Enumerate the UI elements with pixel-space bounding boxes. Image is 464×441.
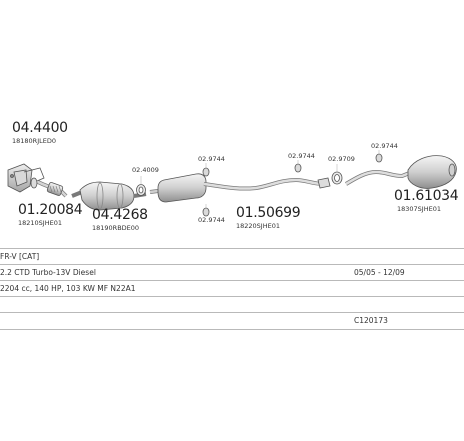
part-code-rear-silencer: 18307SJHE01: [397, 205, 441, 213]
info-row-model: FR-V [CAT]: [0, 248, 464, 265]
info-row-spec: 2204 cc, 140 HP, 103 KW MF N22A1: [0, 280, 464, 297]
part-number-heat-shield: 04.4400: [12, 120, 68, 136]
part-code-heat-shield: 18180RJLED0: [12, 137, 56, 145]
leader-lines: [140, 150, 380, 208]
vehicle-spec: 2204 cc, 140 HP, 103 KW MF N22A1: [0, 284, 136, 293]
part-code-middle-silencer: 18220SJHE01: [236, 222, 280, 230]
clamp-label-hanger-2: 02.9744: [198, 216, 225, 224]
rear-silencer-drawing: [344, 155, 457, 189]
part-number-middle-silencer: 01.50699: [236, 205, 301, 221]
part-code-front-pipe: 18210SJHE01: [18, 219, 62, 227]
info-row-ref: C120173: [0, 312, 464, 330]
info-row-blank: [0, 296, 464, 313]
heat-shield-drawing: [7, 163, 45, 193]
reference-number: C120173: [354, 316, 388, 325]
part-number-front-pipe: 01.20084: [18, 202, 83, 218]
catalytic-converter-drawing: [71, 181, 147, 211]
clamp-label-hanger-4: 02.9744: [371, 142, 398, 150]
part-code-catalytic-converter: 18190RBDE00: [92, 224, 140, 232]
clamp-label-hanger-3: 02.9744: [288, 152, 315, 160]
vehicle-period: 05/05 - 12/09: [354, 268, 405, 277]
gasket-ring-drawing: [136, 184, 146, 196]
vehicle-engine: 2.2 CTD Turbo-13V Diesel: [0, 268, 96, 277]
clamp-label-hanger-1: 02.9744: [198, 155, 225, 163]
part-number-catalytic-converter: 04.4268: [92, 207, 148, 223]
middle-silencer-drawing: [149, 173, 331, 203]
vehicle-model: FR-V [CAT]: [0, 252, 40, 261]
info-row-engine: 2.2 CTD Turbo-13V Diesel 05/05 - 12/09: [0, 264, 464, 281]
clamp-label-clamp: 02.9709: [328, 155, 355, 163]
part-number-rear-silencer: 01.61034: [394, 188, 459, 204]
clamp-drawing: [331, 171, 343, 185]
front-pipe-drawing: [30, 177, 68, 198]
clamp-label-gasket: 02.4009: [132, 166, 159, 174]
exhaust-diagram: [7, 150, 457, 217]
